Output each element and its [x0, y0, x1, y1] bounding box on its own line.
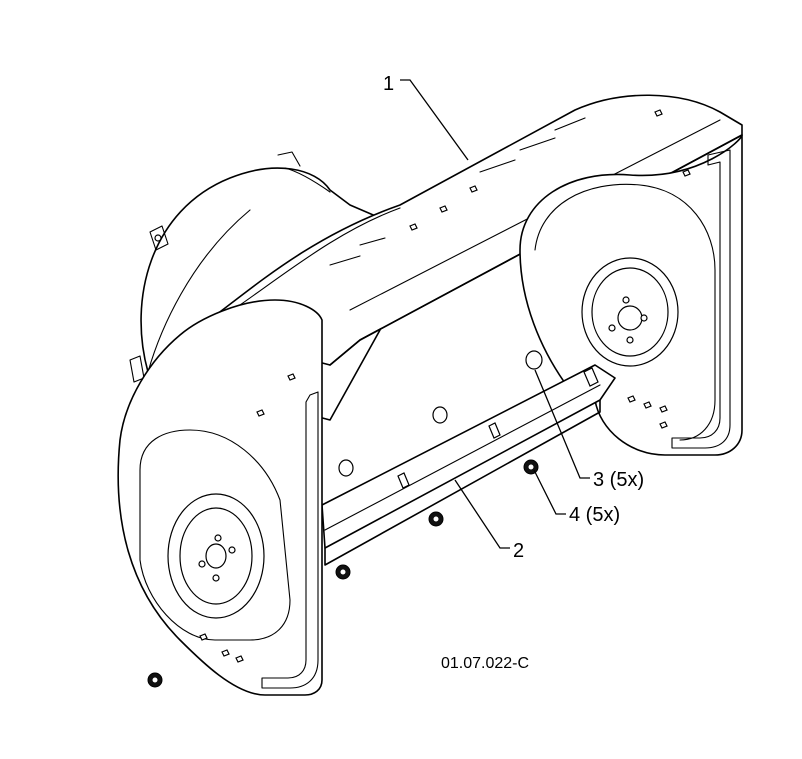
callout-4: 4 (5x) [569, 504, 620, 526]
callout-3: 3 (5x) [593, 469, 644, 491]
drawing-number: 01.07.022-C [441, 655, 529, 672]
nuts [147, 459, 539, 688]
left-side-plate [117, 299, 323, 696]
bottom-cross-bar [321, 364, 616, 566]
callout-2: 2 [513, 540, 524, 562]
leader-lines [400, 79, 590, 549]
callout-1: 1 [383, 73, 394, 95]
bolts [338, 350, 543, 477]
